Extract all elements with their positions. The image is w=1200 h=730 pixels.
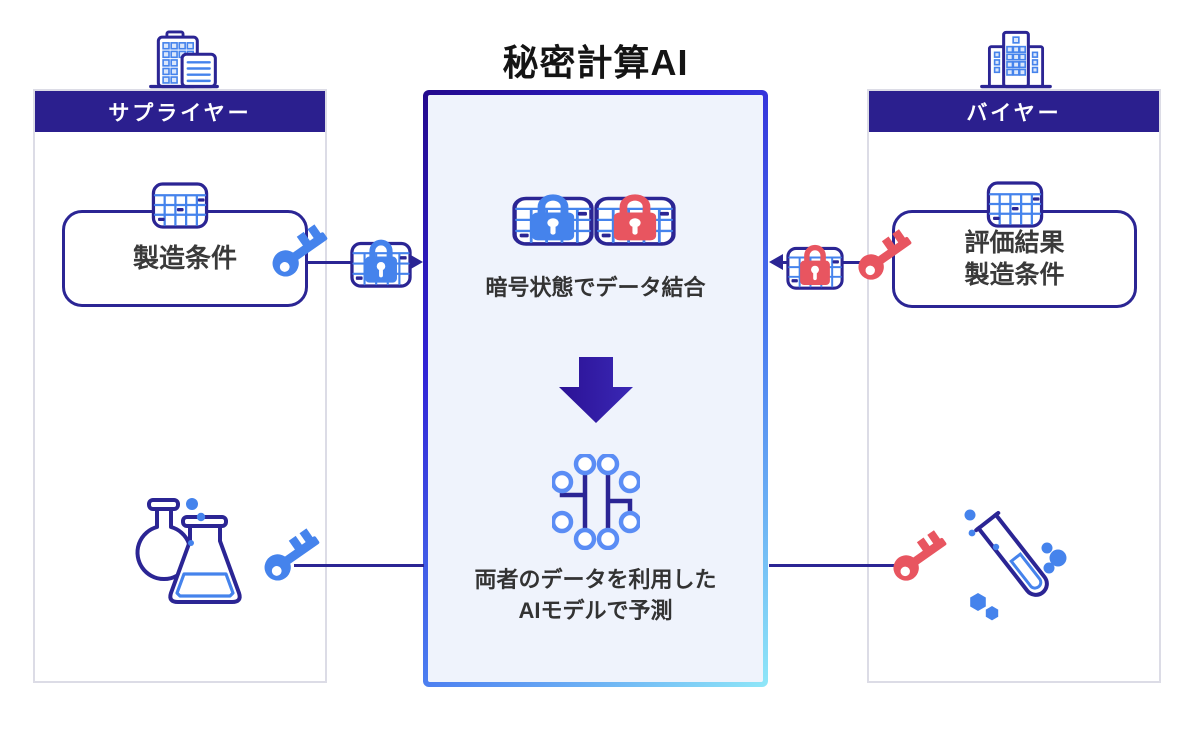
encrypted-table-icon-blue <box>350 228 412 288</box>
key-icon-red <box>856 225 914 283</box>
key-icon-red <box>891 526 949 584</box>
buyer-data-label-line1: 評価結果 <box>964 228 1065 257</box>
key-icon-blue <box>270 220 330 280</box>
encrypted-table-icon-red <box>786 234 844 290</box>
supplier-header: サプライヤー <box>35 91 325 132</box>
flow-line-supplier-bottom <box>294 564 424 567</box>
joined-encrypted-tables-icon <box>512 182 676 246</box>
arrowhead-left-icon <box>769 254 783 270</box>
table-icon <box>986 181 1044 228</box>
buyer-header: バイヤー <box>869 91 1159 132</box>
test-tube-icon <box>964 509 1067 621</box>
predict-caption: 両者のデータを利用した AIモデルで予測 <box>433 564 758 626</box>
predict-caption-line1: 両者のデータを利用した <box>474 567 717 592</box>
flasks-icon <box>135 498 242 604</box>
down-arrow-icon <box>559 357 633 423</box>
buyer-data-label-line2: 製造条件 <box>964 261 1065 289</box>
buyer-building-icon <box>980 30 1052 89</box>
supplier-data-label: 製造条件 <box>132 242 237 273</box>
flow-line-buyer-bottom <box>769 564 903 567</box>
predict-caption-line2: AIモデルで予測 <box>518 598 673 623</box>
page-title: 秘密計算AI <box>502 42 689 83</box>
arrowhead-right-icon <box>409 254 423 270</box>
join-caption: 暗号状態でデータ結合 <box>485 275 706 300</box>
supplier-building-icon <box>149 30 219 89</box>
neural-network-icon <box>552 454 640 550</box>
building-windows <box>993 36 1039 76</box>
table-icon <box>151 182 209 229</box>
key-icon-blue <box>262 524 322 584</box>
